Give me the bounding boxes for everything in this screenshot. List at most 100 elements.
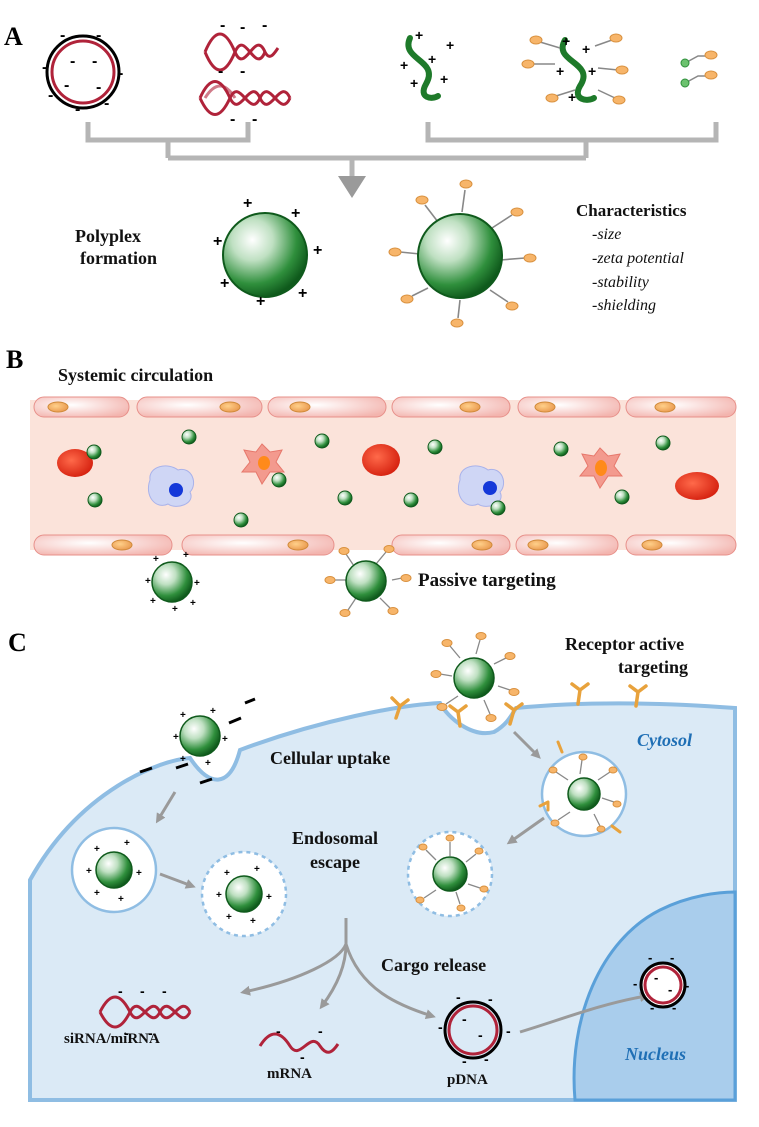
- process-arrows: [155, 730, 650, 1034]
- svg-text:-: -: [252, 111, 257, 128]
- passive-particle-cationic: +++ ++++: [145, 550, 200, 615]
- svg-text:+: +: [266, 892, 272, 903]
- characteristic-shielding: -shielding: [592, 297, 656, 314]
- activated-cells: [240, 443, 624, 489]
- svg-text:-: -: [484, 1051, 489, 1067]
- svg-text:-: -: [276, 1023, 281, 1039]
- panel-b-letter: B: [6, 345, 24, 374]
- svg-text:+: +: [94, 844, 100, 855]
- receptor-line1: Receptor active: [565, 634, 685, 654]
- svg-text:-: -: [75, 101, 80, 118]
- svg-text:+: +: [226, 912, 232, 923]
- svg-text:-: -: [438, 1019, 443, 1035]
- svg-text:-: -: [633, 976, 637, 991]
- endothelium-top: [33, 396, 737, 418]
- svg-text:+: +: [210, 706, 216, 717]
- panel-c: +++ +++: [28, 632, 737, 1102]
- endosomal-line1: Endosomal: [292, 828, 379, 848]
- svg-text:-: -: [478, 1027, 483, 1043]
- svg-text:-: -: [60, 27, 65, 44]
- svg-text:-: -: [118, 983, 123, 999]
- svg-text:+: +: [180, 754, 186, 765]
- svg-text:+: +: [254, 864, 260, 875]
- double-strand-rna-icon: [198, 80, 292, 116]
- endothelium-bottom: [33, 534, 737, 556]
- svg-text:+: +: [150, 596, 156, 607]
- passive-targeting-label: Passive targeting: [418, 570, 556, 591]
- endosome-cationic: ++++++: [70, 826, 158, 914]
- mrna-label: mRNA: [267, 1066, 312, 1082]
- svg-text:+: +: [86, 866, 92, 877]
- svg-text:+: +: [173, 732, 179, 743]
- svg-text:-: -: [96, 27, 101, 44]
- svg-text:-: -: [240, 19, 245, 36]
- polyplex-cationic: +++ ++++: [213, 195, 322, 310]
- svg-text:+: +: [220, 275, 229, 292]
- escaping-endosome-pegylated: [406, 830, 494, 918]
- svg-text:-: -: [685, 978, 689, 993]
- svg-text:+: +: [172, 604, 178, 615]
- characteristics-title: Characteristics: [576, 201, 687, 220]
- polyplex-pegylated: [388, 179, 537, 328]
- svg-text:-: -: [240, 63, 245, 80]
- ligand-icon: [680, 50, 718, 88]
- uptake-particle: +++ +++: [139, 697, 256, 785]
- svg-text:+: +: [190, 598, 196, 609]
- svg-text:+: +: [440, 71, 448, 87]
- svg-text:+: +: [410, 75, 418, 91]
- panel-b: +++ ++++: [30, 396, 737, 617]
- polyplex-line1: Polyplex: [75, 226, 141, 246]
- panel-c-letter: C: [8, 628, 27, 657]
- svg-text:-: -: [668, 982, 672, 997]
- cationic-polymer-icon: +++ +++: [400, 27, 454, 101]
- svg-text:+: +: [250, 916, 256, 927]
- svg-text:+: +: [94, 888, 100, 899]
- svg-text:+: +: [428, 51, 436, 67]
- svg-text:+: +: [243, 195, 252, 212]
- cytosol-label: Cytosol: [637, 730, 693, 750]
- svg-text:+: +: [183, 550, 189, 561]
- systemic-circulation-label: Systemic circulation: [58, 365, 214, 385]
- svg-text:-: -: [300, 1049, 305, 1065]
- svg-text:+: +: [556, 63, 564, 79]
- svg-text:+: +: [124, 838, 130, 849]
- svg-text:-: -: [650, 1000, 654, 1015]
- pegylated-polymer-icon: +++ ++: [521, 33, 629, 105]
- svg-text:-: -: [648, 950, 652, 965]
- svg-text:+: +: [446, 37, 454, 53]
- svg-text:-: -: [118, 65, 123, 82]
- svg-text:+: +: [298, 285, 307, 302]
- svg-text:+: +: [118, 894, 124, 905]
- svg-text:-: -: [262, 17, 267, 34]
- svg-text:-: -: [148, 1025, 153, 1041]
- svg-text:+: +: [400, 57, 408, 73]
- circulating-nanoparticles: [86, 429, 671, 528]
- escaping-endosome-cationic: ++++++: [200, 850, 288, 938]
- svg-text:-: -: [672, 1000, 676, 1015]
- svg-text:-: -: [140, 983, 145, 999]
- svg-text:+: +: [194, 578, 200, 589]
- svg-text:+: +: [562, 33, 570, 49]
- svg-text:+: +: [153, 554, 159, 565]
- svg-text:-: -: [104, 95, 109, 112]
- polyplex-line2: formation: [80, 248, 157, 268]
- receptor-line2: targeting: [618, 657, 688, 677]
- svg-text:+: +: [588, 63, 596, 79]
- passive-particle-pegylated: [324, 545, 412, 617]
- sirna-icon: [98, 995, 192, 1029]
- svg-text:-: -: [488, 991, 493, 1007]
- svg-text:-: -: [124, 1025, 129, 1041]
- nuclear-pdna-icon: --------: [633, 950, 689, 1015]
- down-arrow-icon: [338, 176, 366, 198]
- white-blood-cells: [148, 465, 504, 507]
- svg-text:+: +: [205, 758, 211, 769]
- svg-text:-: -: [670, 950, 674, 965]
- panel-a: -- -- -- -- --- --- -- -- +++: [42, 17, 719, 328]
- svg-text:+: +: [224, 868, 230, 879]
- svg-text:-: -: [92, 53, 97, 70]
- svg-text:-: -: [462, 1011, 467, 1027]
- svg-text:+: +: [213, 233, 222, 250]
- svg-text:+: +: [291, 205, 300, 222]
- svg-text:-: -: [230, 111, 235, 128]
